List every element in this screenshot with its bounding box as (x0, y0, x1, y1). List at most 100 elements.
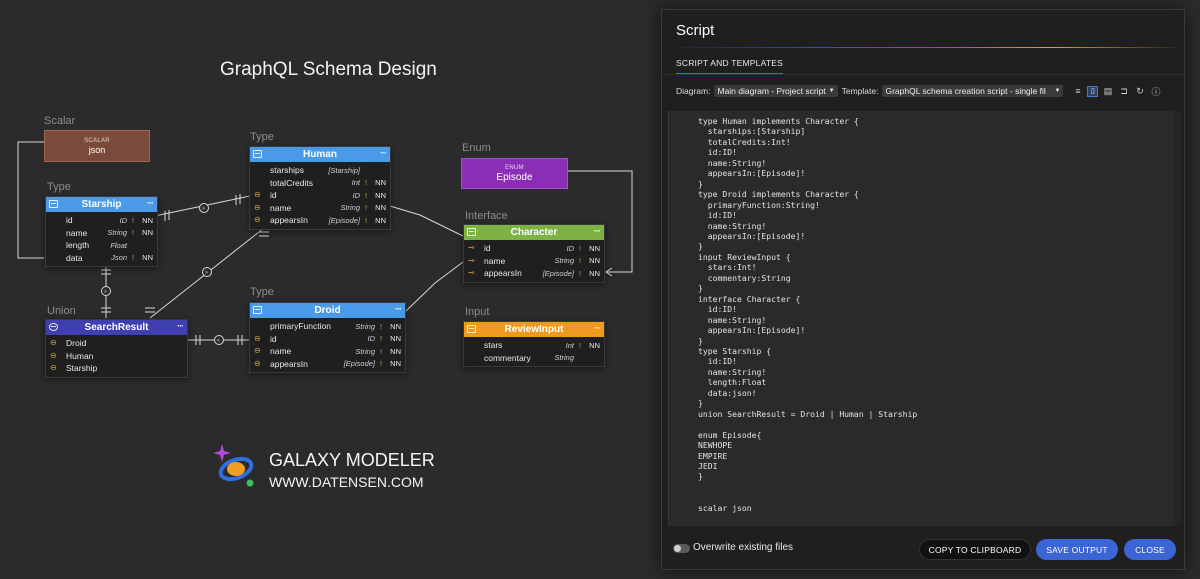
link-icon: ⊖ (254, 190, 261, 200)
group-label-union: Union (47, 305, 76, 317)
member-list: ⊖Droid ⊖Human ⊖Starship (46, 335, 187, 377)
type-icon (253, 306, 262, 314)
member-row[interactable]: ⊖Droid (50, 338, 87, 349)
more-icon[interactable]: ··· (177, 321, 184, 331)
union-searchresult-entity[interactable]: SearchResult ··· ⊖Droid ⊖Human ⊖Starship (45, 319, 188, 378)
overwrite-label: Overwrite existing files (693, 542, 794, 553)
chevron-down-icon: ▼ (828, 88, 835, 94)
refresh-icon[interactable]: ↻ (1136, 85, 1144, 96)
entity-header[interactable]: Human ··· (250, 147, 390, 162)
interface-field-icon: ⊸ (468, 243, 475, 253)
entity-kind-label: ENUM (505, 165, 524, 171)
copy-to-clipboard-button[interactable]: COPY TO CLIPBOARD (919, 539, 1031, 560)
entity-name: Character (510, 227, 558, 238)
more-icon[interactable]: ··· (594, 323, 601, 333)
rel-human-character (389, 205, 464, 237)
type-human-entity[interactable]: Human ··· starships[Starship] totalCredi… (249, 146, 391, 230)
group-label-input: Input (465, 306, 490, 318)
link-icon: ⊖ (254, 202, 261, 212)
folder-icon[interactable]: ⊐ (1120, 85, 1128, 96)
interface-icon (467, 228, 476, 236)
chevron-down-icon: ▼ (1054, 88, 1061, 94)
field-row[interactable]: ⊖appearsIn[Episode]!NN (254, 358, 401, 369)
entity-header[interactable]: Character ··· (464, 225, 604, 240)
dialog-footer: Overwrite existing files COPY TO CLIPBOA… (662, 524, 1184, 569)
relationship-lines: > > > < (17, 141, 633, 345)
wrap-icon[interactable]: ≡ (1075, 86, 1081, 96)
entity-header[interactable]: Droid ··· (250, 303, 405, 318)
line-marker: > (202, 206, 205, 212)
script-code[interactable]: type Human implements Character { starsh… (698, 116, 918, 513)
member-row[interactable]: ⊖Starship (50, 363, 98, 374)
layout-icon[interactable]: ▤ (1103, 85, 1113, 96)
entity-name: json (88, 145, 106, 155)
diagram-canvas[interactable]: > > > < GraphQL Schema Design Scalar Typ… (0, 0, 660, 579)
template-label: Template: (841, 86, 879, 96)
scrollbar[interactable] (1173, 111, 1181, 526)
type-icon (253, 150, 262, 158)
entity-name: Episode (496, 172, 533, 183)
entity-header[interactable]: Starship ··· (46, 197, 157, 212)
field-row[interactable]: ⊖appearsIn[Episode]!NN (254, 215, 386, 226)
more-icon[interactable]: ··· (395, 304, 402, 314)
scalar-json-entity[interactable]: SCALAR json (44, 130, 150, 162)
tab-script-and-templates[interactable]: SCRIPT AND TEMPLATES (676, 58, 783, 75)
more-icon[interactable]: ··· (594, 226, 601, 236)
entity-name: Droid (314, 305, 341, 316)
template-select[interactable]: GraphQL schema creation script - single … (882, 85, 1064, 97)
group-label-enum: Enum (462, 142, 491, 154)
field-row[interactable]: ⊸appearsIn[Episode]!NN (468, 268, 600, 279)
save-output-button[interactable]: SAVE OUTPUT (1036, 539, 1118, 560)
close-button[interactable]: CLOSE (1124, 539, 1176, 560)
diagram-select[interactable]: Main diagram - Project script▼ (714, 85, 838, 97)
rel-enum-character (568, 170, 633, 273)
entity-kind-label: SCALAR (84, 138, 110, 144)
line-marker: > (205, 270, 208, 276)
entity-header[interactable]: SearchResult ··· (46, 320, 187, 335)
more-icon[interactable]: ··· (380, 148, 387, 158)
brand-url[interactable]: WWW.DATENSEN.COM (269, 474, 424, 490)
link-icon: ⊖ (254, 358, 261, 368)
overwrite-toggle[interactable] (673, 544, 690, 553)
info-icon[interactable]: ⓘ (1151, 86, 1161, 97)
script-output[interactable]: type Human implements Character { starsh… (668, 111, 1181, 526)
entity-name: SearchResult (84, 322, 149, 333)
script-dialog: Script SCRIPT AND TEMPLATES Diagram: Mai… (661, 9, 1185, 570)
tab-divider (662, 74, 1184, 75)
entity-name: Human (303, 149, 337, 160)
galaxy-logo-icon (213, 444, 254, 487)
link-icon: ⊖ (254, 333, 261, 343)
entity-header[interactable]: ReviewInput ··· (464, 322, 604, 337)
link-icon: ⊖ (254, 215, 261, 225)
link-icon: ⊖ (50, 338, 57, 348)
field-row[interactable]: starships[Starship] (270, 165, 360, 176)
rel-droid-character (404, 261, 464, 313)
more-icon[interactable]: ··· (147, 198, 154, 208)
enum-episode-entity[interactable]: ENUM Episode (461, 158, 568, 189)
dialog-title: Script (676, 22, 715, 39)
file-icon[interactable]: ▯ (1087, 85, 1099, 97)
link-icon: ⊖ (254, 346, 261, 356)
member-row[interactable]: ⊖Human (50, 350, 94, 361)
